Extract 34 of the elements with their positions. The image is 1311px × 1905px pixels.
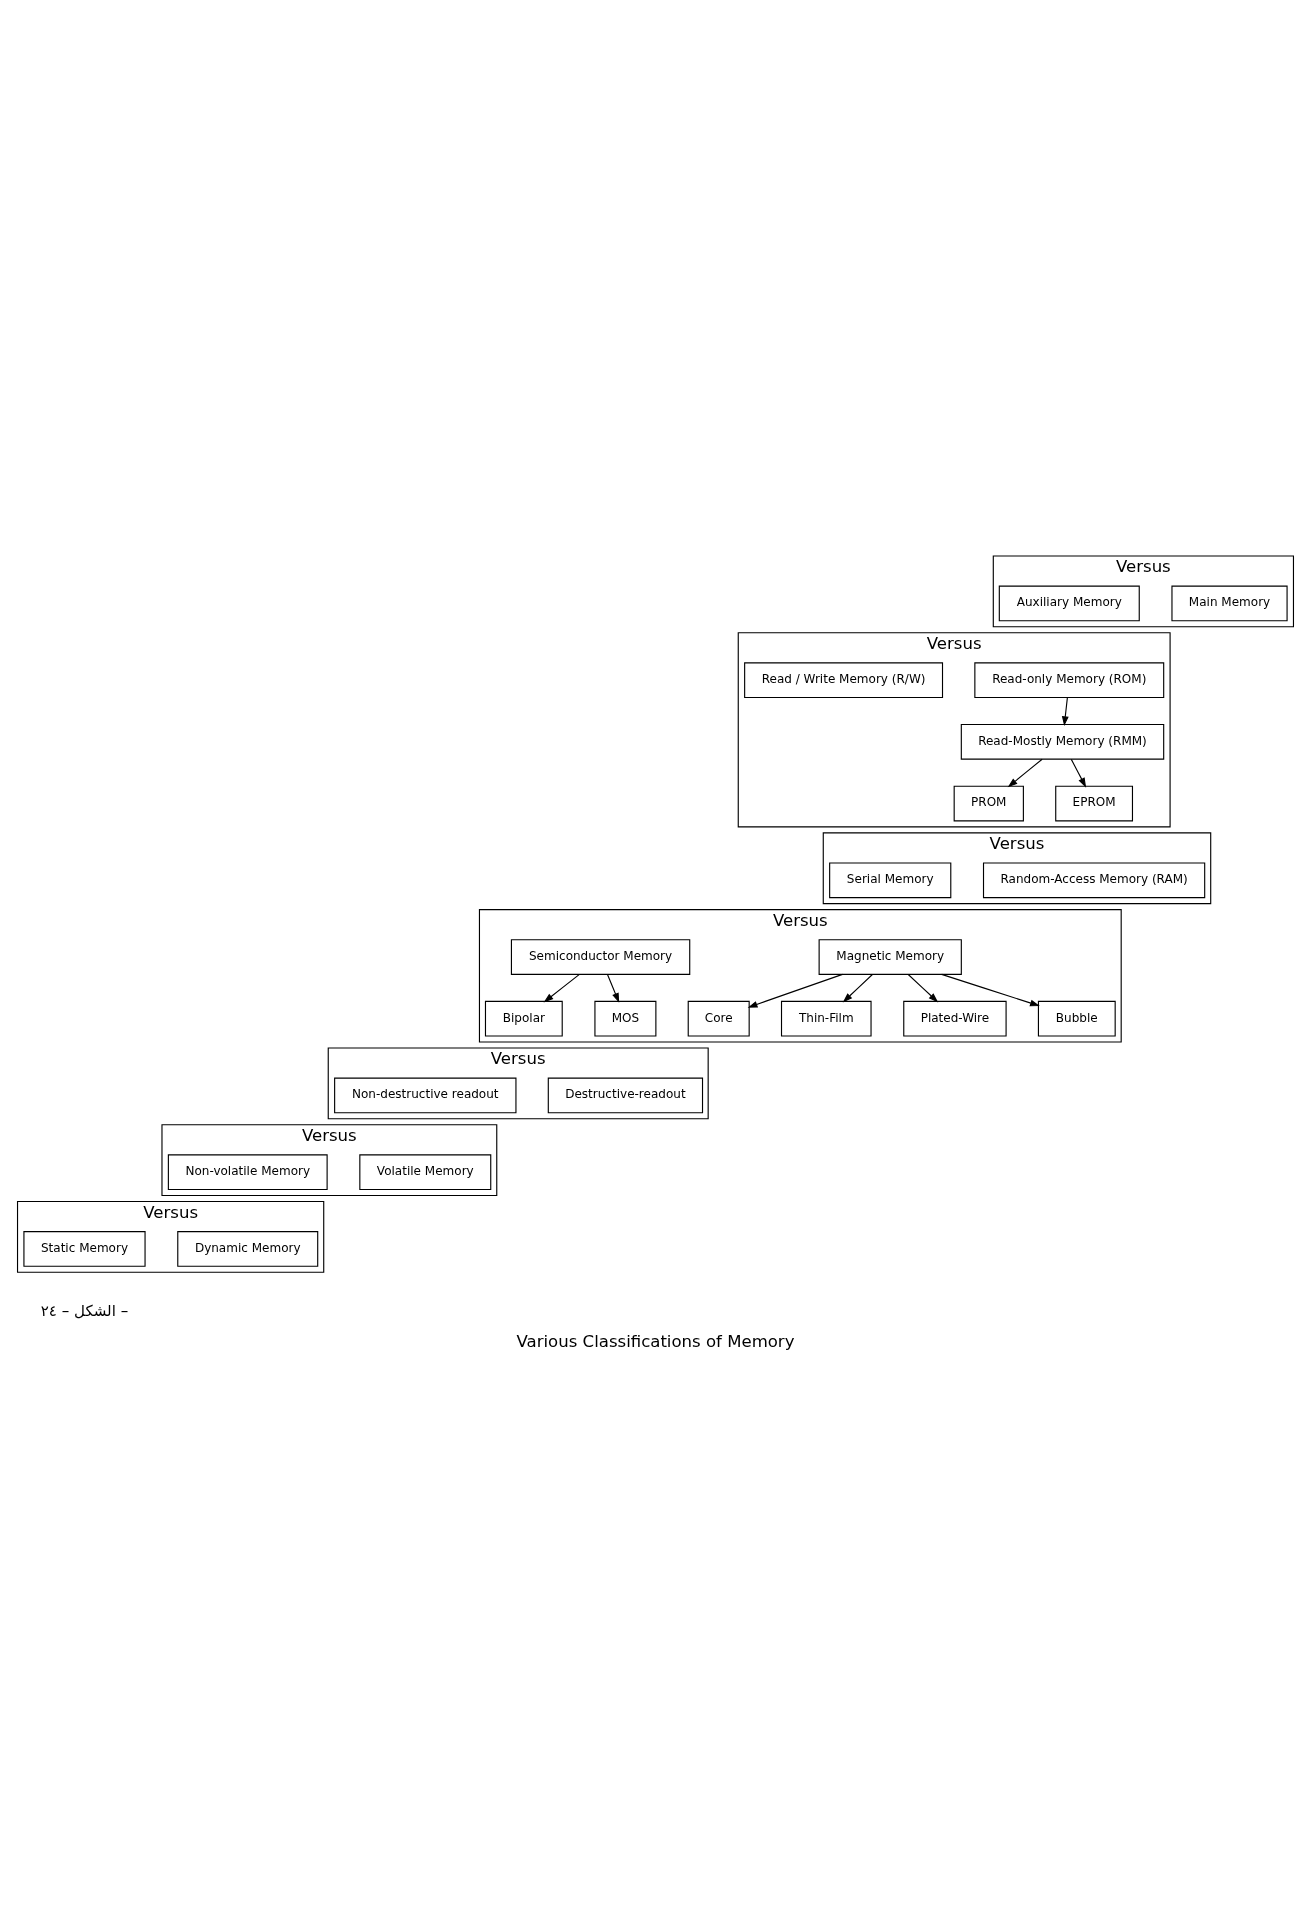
node-box: MOS bbox=[594, 1000, 657, 1037]
node-box: Dynamic Memory bbox=[177, 1231, 319, 1267]
node-box: Semiconductor Memory bbox=[510, 939, 691, 975]
node-box: Non-destructive readout bbox=[334, 1077, 517, 1114]
node-box: Static Memory bbox=[23, 1231, 146, 1267]
node-box: Auxiliary Memory bbox=[998, 585, 1140, 622]
arrow bbox=[941, 973, 1040, 1007]
caption: Various Classifications of Memory bbox=[516, 1332, 795, 1352]
node-box: EPROM bbox=[1055, 785, 1134, 822]
node-box: PROM bbox=[953, 785, 1024, 822]
arrow bbox=[606, 973, 620, 1003]
node-box: Serial Memory bbox=[829, 862, 952, 899]
node-box: Plated-Wire bbox=[903, 1000, 1007, 1037]
node-box: Core bbox=[687, 1000, 750, 1037]
arrow bbox=[907, 973, 939, 1003]
arrow bbox=[1070, 758, 1087, 788]
node-box: Thin-Film bbox=[780, 1000, 872, 1037]
node-box: Volatile Memory bbox=[359, 1154, 492, 1191]
node-box: Non-volatile Memory bbox=[167, 1154, 328, 1191]
arrow bbox=[747, 973, 844, 1008]
label: الشكل – ٢٤ – bbox=[40, 1301, 129, 1320]
node-box: Magnetic Memory bbox=[818, 939, 962, 975]
node-box: Bipolar bbox=[484, 1000, 563, 1037]
node-box: Read-Mostly Memory (RMM) bbox=[960, 724, 1165, 760]
arrow bbox=[1007, 758, 1043, 788]
node-box: Read / Write Memory (R/W) bbox=[744, 662, 944, 699]
arrow bbox=[842, 973, 873, 1003]
node-box: Random-Access Memory (RAM) bbox=[982, 862, 1206, 899]
node-box: Destructive-readout bbox=[547, 1077, 704, 1114]
node-box: Read-only Memory (ROM) bbox=[974, 662, 1165, 699]
arrow bbox=[543, 973, 580, 1003]
node-box: Main Memory bbox=[1171, 585, 1288, 622]
arrow bbox=[1061, 697, 1069, 727]
node-box: Bubble bbox=[1037, 1000, 1116, 1037]
